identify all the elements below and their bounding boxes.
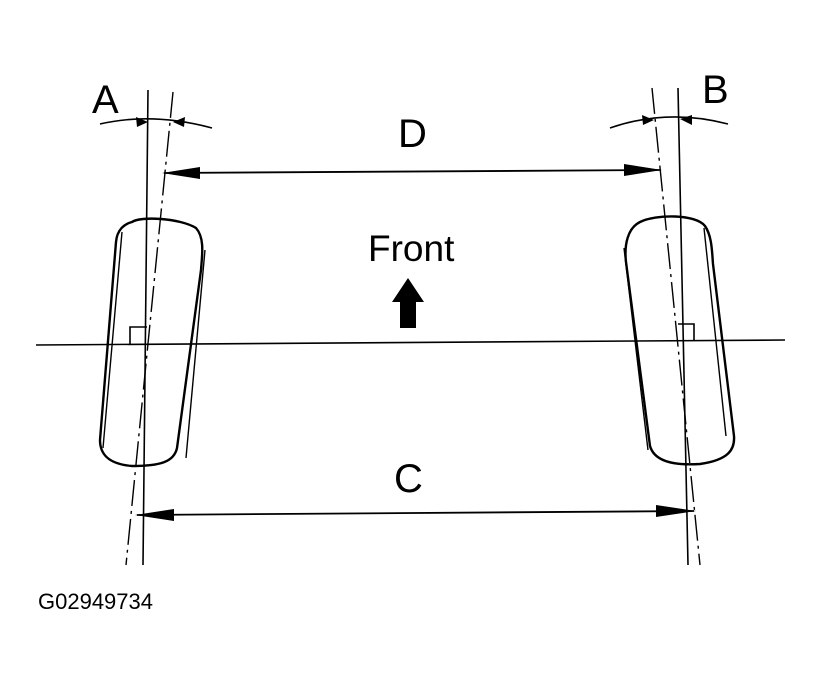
label-a: A: [92, 78, 119, 122]
label-c: C: [394, 457, 423, 501]
left-wheel: [98, 217, 206, 468]
angle-arc-a-arrow-left: [136, 117, 148, 127]
right-wheel-centerline: [651, 87, 701, 566]
front-arrow-icon: [392, 278, 424, 328]
angle-arc-a-arrow-right: [173, 117, 185, 127]
right-vertical-reference: [677, 87, 689, 566]
dimension-c-arrow-left: [135, 509, 174, 521]
angle-arc-b: [609, 116, 729, 129]
angle-arc-a: [99, 118, 213, 129]
label-d: D: [398, 112, 427, 156]
label-b: B: [702, 68, 729, 112]
figure-code: G02949734: [38, 589, 153, 614]
angle-arc-b-arrow-left: [642, 115, 654, 125]
right-angle-marker-icon: [129, 326, 147, 345]
right-wheel: [623, 215, 736, 466]
right-angle-marker-icon: [678, 323, 695, 341]
left-wheel-centerline: [125, 91, 174, 566]
dimension-d-arrow-left: [162, 167, 200, 179]
dimension-c-line: [136, 510, 695, 516]
label-front: Front: [368, 228, 455, 269]
angle-arc-b-arrow-right: [680, 115, 692, 125]
axle-centerline: [35, 339, 786, 346]
dimension-d-line: [163, 169, 661, 174]
dimension-d-arrow-right: [624, 164, 662, 176]
dimension-c-arrow-right: [656, 505, 696, 517]
